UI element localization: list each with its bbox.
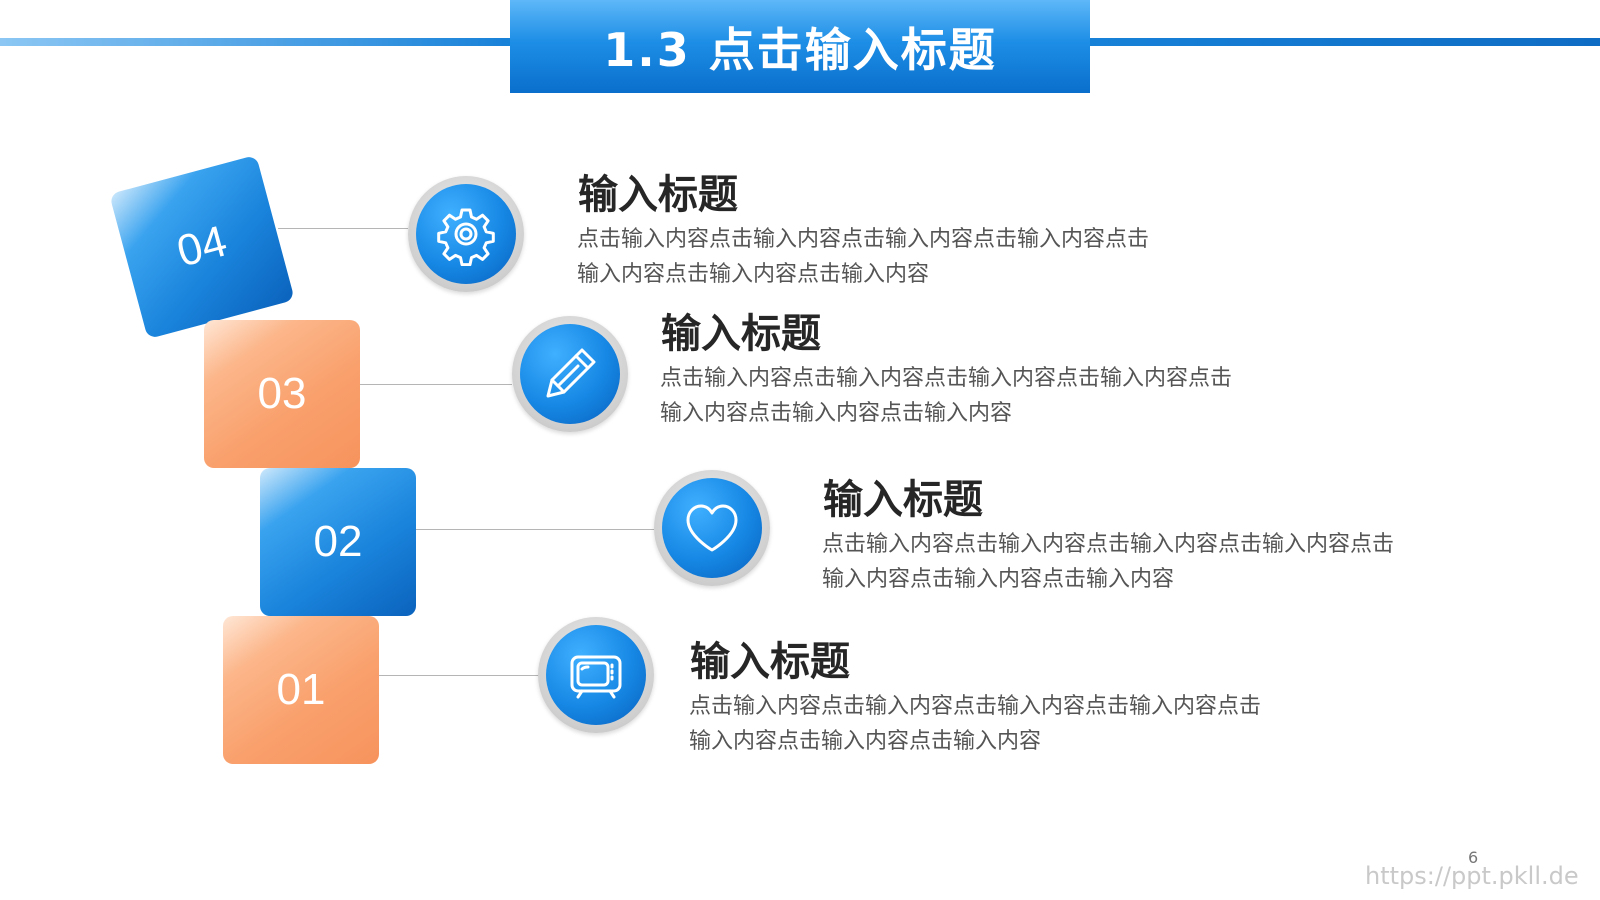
connector-line: [278, 228, 408, 229]
step-number-box-01: 01: [223, 616, 379, 764]
icon-circle-01: [538, 617, 654, 733]
gear-icon: [437, 208, 495, 266]
step-number: 02: [313, 517, 363, 566]
step-title-03: 输入标题: [661, 311, 821, 357]
step-number-box-03: 03: [204, 320, 360, 468]
step-number-box-02: 02: [260, 468, 416, 616]
header-line-left: [0, 38, 512, 46]
header-line-right: [1090, 38, 1600, 46]
watermark: https://ppt.pkll.de: [1365, 862, 1579, 890]
step-number: 03: [257, 369, 307, 418]
step-desc-04: 点击输入内容点击输入内容点击输入内容点击输入内容点击 输入内容点击输入内容点击输…: [577, 222, 1197, 292]
step-desc-line: 点击输入内容点击输入内容点击输入内容点击输入内容点击: [577, 227, 1150, 252]
pencil-icon: [546, 348, 596, 398]
step-number: 04: [171, 216, 232, 277]
step-desc-line: 点击输入内容点击输入内容点击输入内容点击输入内容点击: [689, 694, 1262, 719]
step-number: 01: [276, 665, 326, 714]
step-desc-line: 点击输入内容点击输入内容点击输入内容点击输入内容点击: [822, 532, 1395, 557]
step-title-02: 输入标题: [823, 477, 983, 523]
tv-icon: [570, 655, 622, 699]
step-desc-line: 输入内容点击输入内容点击输入内容: [822, 567, 1175, 592]
page-number: 6: [1468, 848, 1479, 867]
connector-line: [416, 529, 654, 530]
step-desc-line: 输入内容点击输入内容点击输入内容: [577, 262, 930, 287]
step-desc-line: 点击输入内容点击输入内容点击输入内容点击输入内容点击: [660, 366, 1233, 391]
connector-line: [379, 675, 539, 676]
step-number-box-04: 04: [109, 154, 295, 340]
step-desc-line: 输入内容点击输入内容点击输入内容: [689, 729, 1042, 754]
icon-circle-04: [408, 176, 524, 292]
title-banner: 1.3 点击输入标题: [510, 0, 1090, 93]
step-title-04: 输入标题: [578, 172, 738, 218]
step-desc-line: 输入内容点击输入内容点击输入内容: [660, 401, 1013, 426]
icon-circle-02: [654, 470, 770, 586]
step-desc-01: 点击输入内容点击输入内容点击输入内容点击输入内容点击 输入内容点击输入内容点击输…: [689, 689, 1309, 759]
connector-line: [360, 384, 512, 385]
page-title: 1.3 点击输入标题: [603, 22, 997, 77]
heart-icon: [686, 504, 738, 552]
step-title-01: 输入标题: [690, 639, 850, 685]
step-desc-02: 点击输入内容点击输入内容点击输入内容点击输入内容点击 输入内容点击输入内容点击输…: [822, 527, 1442, 597]
icon-circle-03: [512, 316, 628, 432]
step-desc-03: 点击输入内容点击输入内容点击输入内容点击输入内容点击 输入内容点击输入内容点击输…: [660, 361, 1280, 431]
